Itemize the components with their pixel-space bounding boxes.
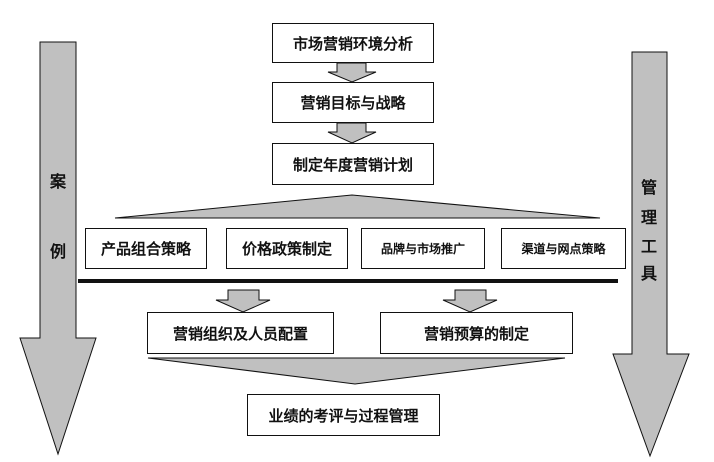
component-brand-promotion: 品牌与市场推广 [361,228,485,269]
step-organization: 营销组织及人员配置 [147,312,334,354]
step-evaluation: 业绩的考评与过程管理 [247,394,440,436]
right-rail-label-4: 具 [641,264,658,283]
divider-line [78,279,618,283]
left-case-arrow [19,41,97,456]
connector-arrow-2 [327,122,377,144]
connector-arrow-org [215,289,271,313]
connector-arrow-1 [327,62,377,83]
component-product-mix: 产品组合策略 [85,228,207,269]
fan-out-triangle [114,194,601,219]
step-objectives: 营销目标与战略 [272,82,434,123]
right-rail-label-2: 理 [641,208,658,227]
connector-arrow-budget [442,289,498,313]
converge-wedge [147,357,566,385]
left-rail-label-2: 例 [50,242,67,261]
right-rail-label-1: 管 [641,178,658,197]
component-channel-strategy: 渠道与网点策略 [501,228,626,269]
step-market-analysis: 市场营销环境分析 [272,23,434,63]
component-pricing-policy: 价格政策制定 [226,228,348,269]
right-tools-arrow [612,51,690,458]
step-annual-plan: 制定年度营销计划 [272,143,434,185]
right-rail-label-3: 工 [641,237,658,256]
step-budget: 营销预算的制定 [380,312,573,354]
left-rail-label-1: 案 [50,172,67,191]
